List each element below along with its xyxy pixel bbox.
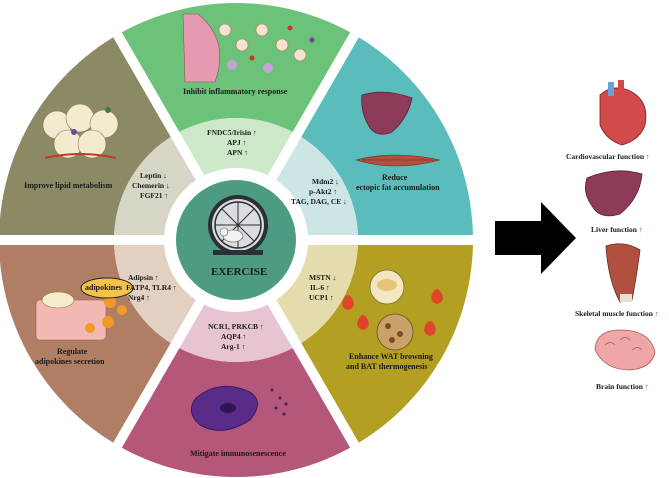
lipid-marker-2: Chemerin ↓ <box>132 181 170 190</box>
adipokines-marker-1: Adipsin ↑ <box>128 273 159 282</box>
immune-cell-illustration <box>191 385 288 431</box>
outcome-brain: Brain function ↑ <box>596 382 649 392</box>
sector-adipokines <box>0 240 175 446</box>
separator-line <box>113 32 205 181</box>
hamster-wheel-icon <box>208 195 268 255</box>
ectopic-marker-1: Mdm2 ↓ <box>312 177 339 186</box>
inflammatory-marker-2: APJ ↑ <box>227 138 247 147</box>
inflammatory-marker-1: FNDC5/Irisin ↑ <box>207 128 257 137</box>
outcome-cardiovascular: Cardiovascular function ↑ <box>566 152 650 162</box>
sector-inflammatory <box>117 2 355 135</box>
fat-cells-illustration <box>342 269 443 351</box>
adipokines-badge <box>80 277 134 299</box>
inner-sector-lipid <box>114 134 200 240</box>
ectopic-title-2: ectopic fat accumulation <box>356 183 440 192</box>
immuno-title: Mitigate immunosenescence <box>190 449 286 458</box>
immuno-marker-2: AQP4 ↑ <box>221 332 247 341</box>
outcome-liver: Liver function ↑ <box>591 225 643 235</box>
outer-ring <box>0 2 473 477</box>
separator-line <box>267 299 359 448</box>
sector-ectopic <box>297 34 473 240</box>
liver-muscle-illustration <box>354 91 441 167</box>
adipose-tissue-illustration <box>35 277 134 341</box>
adipokines-title-1: Regulate <box>57 347 88 356</box>
lipid-marker-1: Leptin ↓ <box>140 171 167 180</box>
inner-sector-ectopic <box>272 134 358 240</box>
liver-icon <box>584 170 643 217</box>
adipokines-badge-label: adipokines <box>85 283 122 292</box>
outcome-label: Cardiovascular function <box>566 152 644 161</box>
outcome-label: Skeletal muscle function <box>575 309 653 318</box>
separator-line <box>113 299 205 448</box>
wat-marker-2: IL-6 ↑ <box>310 283 330 292</box>
muscle-icon <box>605 243 641 303</box>
big-arrow-icon <box>495 202 576 274</box>
exercise-label: EXERCISE <box>211 266 268 278</box>
adipokines-marker-3: Nrg4 ↑ <box>128 293 150 302</box>
outcome-label: Brain function <box>596 382 643 391</box>
inflammatory-title: Inhibit inflammatory response <box>183 87 288 96</box>
heart-icon <box>599 80 647 146</box>
outcome-skeletal-muscle: Skeletal muscle function ↑ <box>575 309 659 319</box>
adipokines-title-2: adipokines secretion <box>35 357 105 366</box>
wat-marker-3: UCP1 ↑ <box>309 293 334 302</box>
wat-marker-1: MSTN ↓ <box>309 273 337 282</box>
up-arrow-icon: ↑ <box>638 225 643 234</box>
wat-title-2: and BAT thermogenesis <box>346 362 428 371</box>
immuno-marker-3: Arg-1 ↑ <box>221 342 246 351</box>
brain-icon <box>594 329 656 371</box>
ectopic-marker-3: TAG, DAG, CE ↓ <box>291 197 347 206</box>
ectopic-title-1: Reduce <box>382 173 408 182</box>
lipid-marker-3: FGF21 ↑ <box>140 191 169 200</box>
inner-sector-immuno <box>175 302 297 362</box>
lipid-title: Improve lipid metabolism <box>24 181 113 190</box>
up-arrow-icon: ↑ <box>645 152 650 161</box>
segment-separators <box>0 32 473 448</box>
outcome-label: Liver function <box>591 225 637 234</box>
ectopic-marker-2: p-Akt2 ↑ <box>309 187 338 196</box>
adipocytes-illustration <box>42 103 119 159</box>
inflammatory-marker-3: APN ↑ <box>227 148 249 157</box>
separator-line <box>267 32 359 181</box>
inner-sector-adipokines <box>114 240 200 346</box>
immuno-marker-1: NCR1, PRKCB ↑ <box>208 322 264 331</box>
wat-title-1: Enhance WAT browning <box>349 352 433 361</box>
inner-sector-inflammatory <box>175 117 297 178</box>
inner-ring <box>114 117 358 362</box>
inflammation-illustration <box>182 13 315 83</box>
adipokines-marker-2: FATP4, TLR4 ↑ <box>126 283 177 292</box>
up-arrow-icon: ↑ <box>644 382 649 391</box>
up-arrow-icon: ↑ <box>654 309 659 318</box>
inner-sector-wat <box>272 240 358 346</box>
